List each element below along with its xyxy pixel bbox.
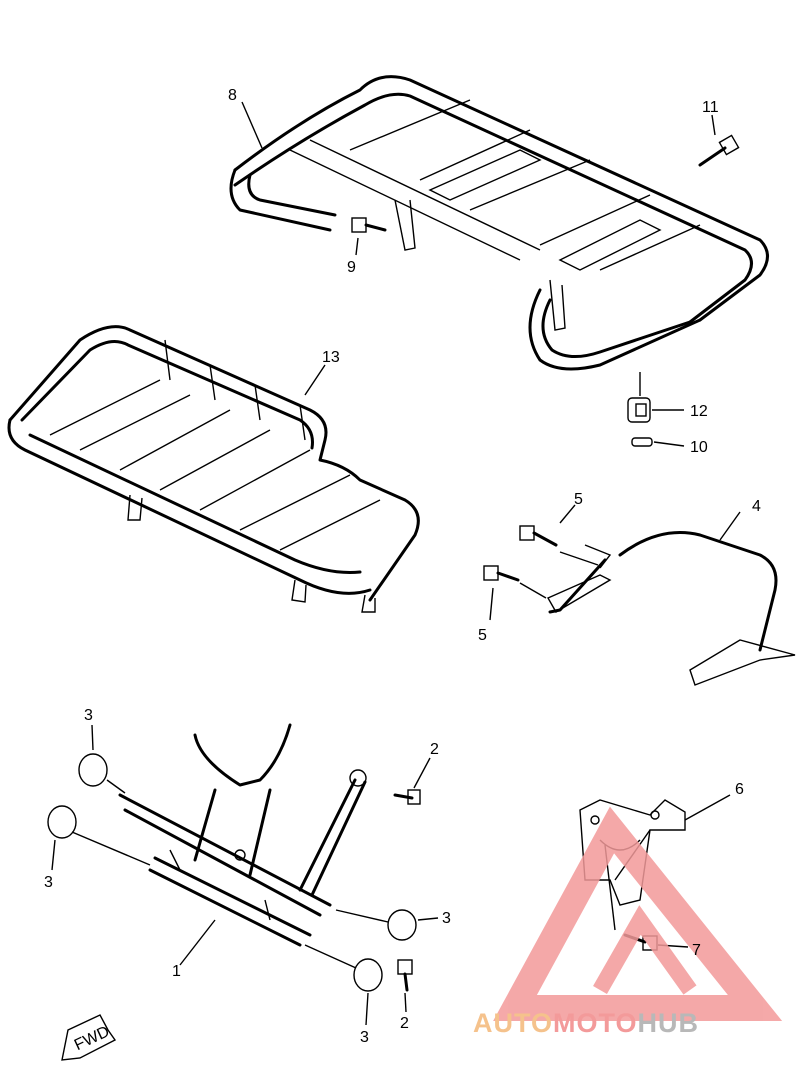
callout-11: 11 (702, 99, 719, 116)
callout-3-bottom: 3 (360, 1029, 369, 1046)
callout-2-upper: 2 (430, 741, 439, 758)
callout-12: 12 (690, 403, 708, 420)
rubber-mount-3c (387, 909, 417, 941)
watermark-auto: AUTO (473, 1008, 553, 1038)
bolt-11 (698, 134, 740, 167)
callout-2-lower: 2 (400, 1015, 409, 1032)
frame-1 (118, 723, 367, 947)
watermark-moto: MOTO (553, 1008, 638, 1038)
rubber-mount-3b (47, 805, 77, 839)
callout-5-upper: 5 (574, 491, 583, 508)
callout-7: 7 (692, 942, 701, 959)
callout-4: 4 (752, 498, 761, 515)
pin-10 (631, 437, 653, 447)
callout-5-lower: 5 (478, 627, 487, 644)
bolt-5-lower (483, 565, 520, 582)
watermark-logo (493, 806, 783, 1021)
callout-3-right: 3 (442, 910, 451, 927)
callout-6: 6 (735, 781, 744, 798)
callout-8: 8 (228, 87, 237, 104)
rear-carrier (229, 75, 769, 371)
rubber-mount-3d (353, 958, 383, 992)
watermark-hub: HUB (638, 1008, 700, 1038)
bolt-2-upper (393, 789, 421, 805)
fwd-label: FWD (72, 1023, 112, 1054)
callout-10: 10 (690, 439, 708, 456)
bushing-12 (627, 397, 651, 423)
callout-13: 13 (322, 349, 340, 366)
bolt-2-lower (397, 959, 413, 992)
bracket-4 (547, 531, 796, 686)
watermark-text: AUTOMOTOHUB (473, 1008, 699, 1038)
rubber-mount-3a (78, 753, 108, 787)
callout-3-left: 3 (44, 874, 53, 891)
callout-3-top: 3 (84, 707, 93, 724)
bolt-9 (351, 217, 387, 233)
fwd-arrow-icon: FWD (61, 1014, 117, 1061)
front-carrier (7, 325, 420, 613)
callout-1: 1 (172, 963, 181, 980)
callout-9: 9 (347, 259, 356, 276)
bolt-5-upper (519, 525, 558, 547)
